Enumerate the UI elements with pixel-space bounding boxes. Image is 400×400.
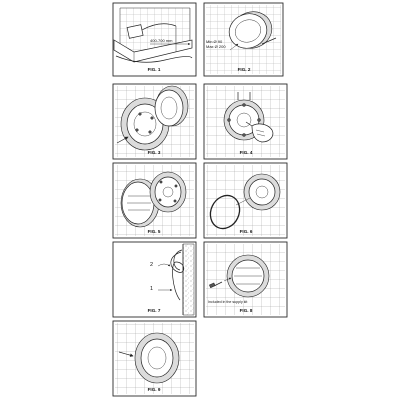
- figure-9-panel: [112, 320, 197, 397]
- figure-6-panel: [203, 162, 288, 239]
- figure-5-panel: [112, 162, 197, 239]
- fig8-caption: FIG. 8: [239, 308, 253, 313]
- figure-8-panel: [203, 241, 288, 318]
- fig1-caption: FIG. 1: [147, 67, 161, 72]
- cable-section-drawing: [157, 243, 195, 316]
- fig4-caption: FIG. 4: [239, 150, 253, 155]
- cover-plate-drawing: [120, 178, 160, 228]
- gasket-ring-drawing: [209, 194, 251, 230]
- figure-4-panel: [203, 83, 288, 160]
- fig5-caption: FIG. 5: [147, 229, 161, 234]
- fig3-caption: FIG. 3: [147, 150, 161, 155]
- figure-2-panel: [203, 2, 284, 77]
- insert-arrow: [116, 136, 129, 144]
- figure-7-frame: [112, 241, 197, 318]
- fig7-caption: FIG. 7: [147, 308, 161, 313]
- fig2-spec-line-1: Min Ø 90: [206, 39, 223, 44]
- pool-edge-drawing: [113, 7, 193, 63]
- fitted-housing-drawing: [149, 171, 187, 213]
- fig8-supply-note: Included in the supply kit: [208, 300, 248, 304]
- fig6-caption: FIG. 6: [239, 229, 253, 234]
- hand-with-screwdriver: [245, 121, 274, 143]
- installed-lamp-drawing: [118, 332, 180, 384]
- fig1-dimension-label: 400-700 mm: [150, 38, 173, 43]
- final-assembly-drawing: [209, 254, 270, 298]
- lamp-body-drawing: [154, 85, 189, 127]
- fig2-spec-line-2: Max Ø 200: [206, 44, 226, 49]
- fig7-step-1-label: 1: [150, 286, 154, 292]
- fig7-step-2-label: 2: [150, 262, 154, 268]
- lamp-housing-drawing: [206, 5, 281, 74]
- figure-1-panel: [112, 2, 197, 77]
- figure-7-panel: [112, 241, 197, 318]
- fig9-caption: FIG. 9: [147, 387, 161, 392]
- figure-3-panel: [112, 83, 197, 160]
- fixed-lamp-drawing: [243, 173, 281, 211]
- fig2-caption: FIG. 2: [237, 67, 251, 72]
